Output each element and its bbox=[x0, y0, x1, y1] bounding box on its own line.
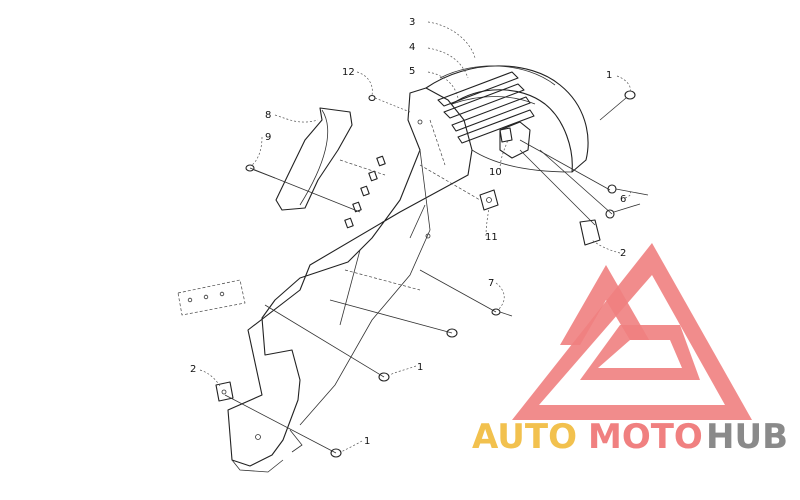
callout-10: 10 bbox=[489, 167, 502, 178]
plate-11 bbox=[479, 189, 499, 211]
nut-6-b bbox=[605, 203, 641, 219]
screw-1-mid-right bbox=[446, 328, 458, 338]
callout-1-mid: 1 bbox=[417, 362, 423, 373]
watermark-moto: MOTO bbox=[588, 417, 703, 457]
side-slots bbox=[344, 155, 386, 229]
screw-12 bbox=[368, 94, 411, 113]
watermark-hub: HUB bbox=[706, 417, 788, 457]
callout-6: 6 bbox=[620, 194, 626, 205]
callout-9: 9 bbox=[265, 132, 271, 143]
clip-7 bbox=[491, 308, 513, 317]
callout-7: 7 bbox=[488, 278, 494, 289]
fasteners bbox=[215, 90, 649, 458]
vent-slots bbox=[437, 71, 535, 144]
leader-lines bbox=[199, 21, 632, 453]
watermark-logo bbox=[512, 243, 752, 420]
callout-1-bottom: 1 bbox=[364, 436, 370, 447]
callout-labels: 3 4 5 12 1 8 9 10 6 11 2 7 1 2 1 bbox=[190, 17, 626, 447]
assembly-lines bbox=[224, 119, 613, 454]
watermark-text: AUTO MOTO HUB bbox=[472, 417, 788, 457]
callout-4: 4 bbox=[409, 42, 415, 53]
rubber-pad bbox=[275, 107, 353, 211]
callout-2-right: 2 bbox=[620, 248, 626, 259]
screw-1-top bbox=[599, 90, 636, 121]
callout-8: 8 bbox=[265, 110, 271, 121]
plate-10 bbox=[499, 127, 513, 143]
callout-12: 12 bbox=[342, 67, 355, 78]
fender-assembly bbox=[227, 65, 589, 473]
nut-6-a bbox=[607, 184, 649, 196]
plate-2-lower bbox=[215, 381, 234, 402]
screw-1-bottom bbox=[330, 448, 342, 458]
callout-3: 3 bbox=[409, 17, 415, 28]
callout-1-top: 1 bbox=[606, 70, 612, 81]
callout-5: 5 bbox=[409, 66, 415, 77]
screw-1-mid bbox=[378, 372, 390, 382]
callout-11: 11 bbox=[485, 232, 498, 243]
flap-bracket bbox=[499, 121, 601, 246]
watermark-auto: AUTO bbox=[472, 417, 577, 457]
frame-rail bbox=[177, 279, 246, 316]
callout-2-left: 2 bbox=[190, 364, 196, 375]
